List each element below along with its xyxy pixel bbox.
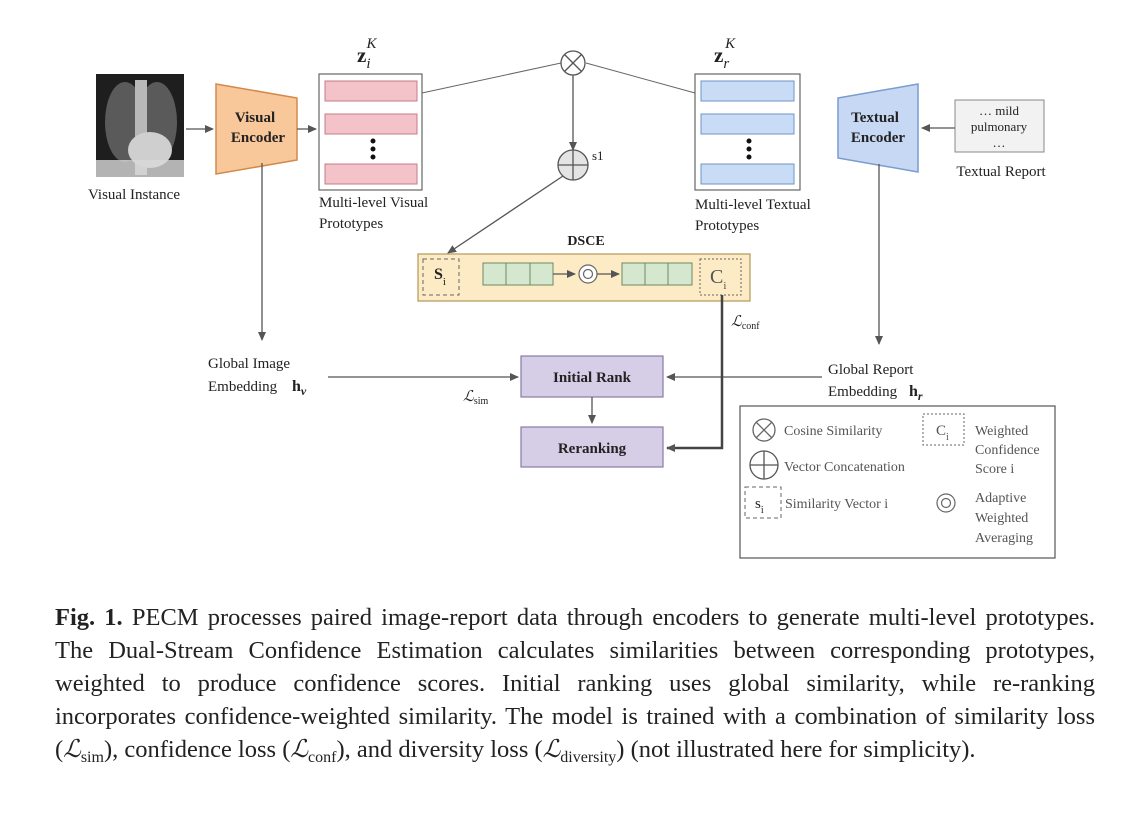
s-i-base: S xyxy=(434,266,443,283)
z-r-sup: K xyxy=(724,36,736,52)
legend-concat-label: Vector Concatenation xyxy=(784,460,905,475)
caption-l-sim-sub: sim xyxy=(80,749,104,766)
legend-weighted-confidence-icon xyxy=(922,413,965,446)
h-r-symbol: hr xyxy=(909,383,923,403)
adaptive-weighted-averaging-icon xyxy=(578,264,598,284)
legend-s-i-symbol: si xyxy=(755,496,764,516)
legend-c-i-base: C xyxy=(936,423,946,439)
l-conf-symbol: ℒconf xyxy=(731,314,760,332)
report-snippet-line-3: … xyxy=(993,135,1006,150)
vector-concatenation-icon xyxy=(557,149,589,181)
legend-adaptive-icon xyxy=(936,493,956,513)
concat-label: s1 xyxy=(592,148,604,163)
legend-similarity-vector-icon xyxy=(744,486,782,519)
textual-report-label: Textual Report xyxy=(956,164,1046,180)
visual-prototypes-label-1: Multi-level Visual xyxy=(319,195,428,211)
l-sim-sub: sim xyxy=(474,396,489,407)
legend-adaptive-label-2: Weighted xyxy=(975,511,1028,526)
caption-text-3: ), and diversity loss ( xyxy=(336,736,543,763)
z-i-symbol: ziK xyxy=(357,36,378,72)
c-i-symbol: Ci xyxy=(710,266,726,292)
h-v-symbol: hv xyxy=(292,378,307,398)
global-image-label-1: Global Image xyxy=(208,356,290,372)
c-i-sub: i xyxy=(723,280,726,292)
legend-weighted-confidence-label-1: Weighted xyxy=(975,424,1028,439)
dsce-module xyxy=(417,253,751,302)
figure-caption: Fig. 1. PECM processes paired image-repo… xyxy=(55,601,1095,774)
z-i-sub: i xyxy=(366,56,370,72)
caption-text-4: ) (not illustrated here for simplicity). xyxy=(616,736,976,763)
h-v-sub: v xyxy=(301,384,307,398)
initial-rank-box xyxy=(520,355,664,398)
visual-prototypes-box xyxy=(318,73,423,191)
report-snippet-line-1: … mild xyxy=(979,103,1020,118)
legend-adaptive-label-1: Adaptive xyxy=(975,491,1026,506)
z-r-symbol: zrK xyxy=(714,36,736,72)
textual-encoder-label-1: Textual xyxy=(851,110,899,126)
reranking-label: Reranking xyxy=(558,441,627,457)
caption-l-conf-symbol: ℒ xyxy=(290,736,309,763)
pecm-diagram: Visual Instance Visual Encoder ziK Multi… xyxy=(88,36,1056,559)
textual-prototypes-label-2: Prototypes xyxy=(695,218,759,234)
z-i-base: z xyxy=(357,43,366,67)
caption-l-div-symbol: ℒ xyxy=(542,736,561,763)
initial-rank-label: Initial Rank xyxy=(553,370,632,386)
s-i-sub: i xyxy=(443,276,446,288)
global-image-label-2: Embedding xyxy=(208,379,278,395)
h-v-base: h xyxy=(292,378,301,395)
textual-prototypes-box xyxy=(694,73,801,191)
caption-text-2: ), confidence loss ( xyxy=(103,736,291,763)
cosine-similarity-icon xyxy=(560,50,586,76)
reranking-box xyxy=(520,426,664,468)
legend-adaptive-label-3: Averaging xyxy=(975,531,1033,546)
xray-image xyxy=(96,74,184,177)
visual-instance-label: Visual Instance xyxy=(88,187,180,203)
textual-encoder xyxy=(837,83,919,173)
legend-s-i-base: s xyxy=(755,496,761,512)
visual-encoder-label-2: Encoder xyxy=(231,130,286,146)
global-report-label-1: Global Report xyxy=(828,362,914,378)
report-snippet-box xyxy=(954,99,1045,153)
dsce-title: DSCE xyxy=(567,234,604,249)
legend-weighted-confidence-label-3: Score i xyxy=(975,462,1014,477)
caption-l-sim-symbol: ℒ xyxy=(63,736,81,763)
visual-encoder xyxy=(215,83,298,175)
h-r-sub: r xyxy=(918,389,923,403)
global-report-label-2: Embedding xyxy=(828,384,898,400)
l-conf-base: ℒ xyxy=(731,314,743,330)
caption-l-div-sub: diversity xyxy=(560,749,617,766)
caption-l-conf-sub: conf xyxy=(308,749,337,766)
legend-s-i-sub: i xyxy=(761,505,764,516)
h-r-base: h xyxy=(909,383,918,400)
textual-encoder-label-2: Encoder xyxy=(851,130,906,146)
legend-cosine-icon xyxy=(752,418,776,442)
legend: Cosine Similarity Vector Concatenation s… xyxy=(739,405,1056,559)
legend-c-i-sub: i xyxy=(946,432,949,443)
l-sim-symbol: ℒsim xyxy=(463,389,488,407)
report-snippet-line-2: pulmonary xyxy=(971,119,1028,134)
legend-cosine-label: Cosine Similarity xyxy=(784,424,882,439)
legend-concat-icon xyxy=(749,450,779,480)
l-conf-sub: conf xyxy=(742,321,760,332)
z-r-base: z xyxy=(714,43,723,67)
visual-prototypes-label-2: Prototypes xyxy=(319,216,383,232)
textual-prototypes-label-1: Multi-level Textual xyxy=(695,197,811,213)
z-r-sub: r xyxy=(723,56,729,72)
legend-similarity-vector-label: Similarity Vector i xyxy=(785,497,888,512)
c-i-base: C xyxy=(710,266,723,288)
legend-c-i-symbol: Ci xyxy=(936,423,949,443)
caption-fig-label: Fig. 1. xyxy=(55,604,123,631)
z-i-sup: K xyxy=(366,36,378,52)
visual-encoder-label-1: Visual xyxy=(235,110,275,126)
caption-text-1: PECM processes paired image-report data … xyxy=(55,604,1095,763)
l-sim-base: ℒ xyxy=(463,389,475,405)
legend-weighted-confidence-label-2: Confidence xyxy=(975,443,1040,458)
s-i-symbol: Si xyxy=(434,266,446,288)
